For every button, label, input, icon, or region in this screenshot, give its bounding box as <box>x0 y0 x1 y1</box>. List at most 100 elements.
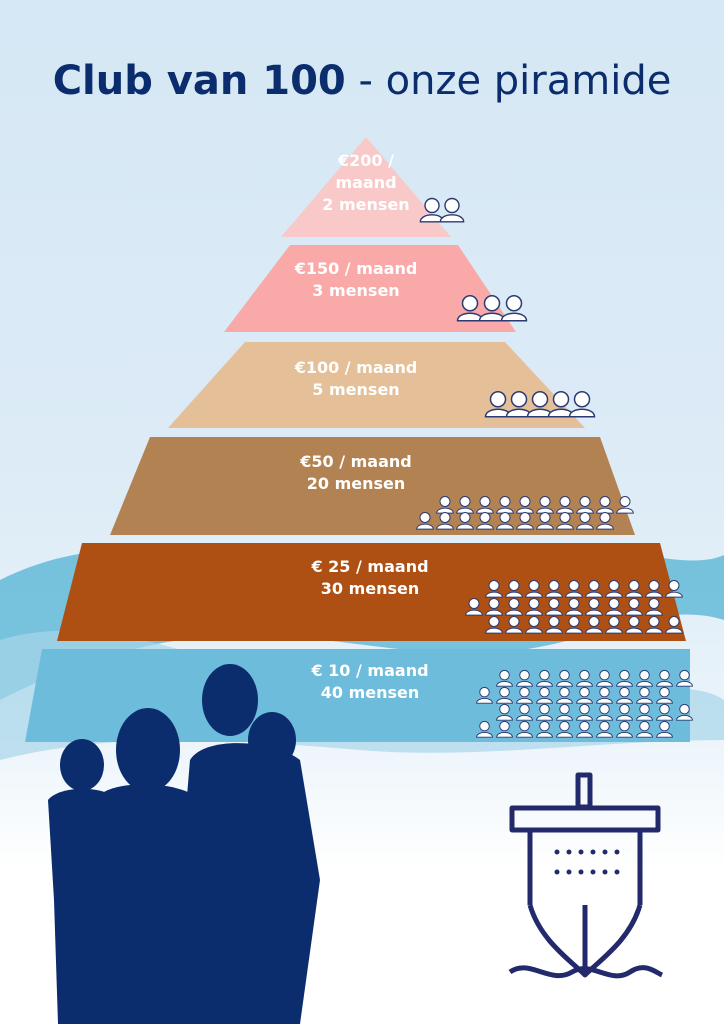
person-icon <box>624 578 644 602</box>
person-icon <box>515 510 535 534</box>
tier-people-label: 20 mensen <box>306 474 406 493</box>
person-icon <box>484 578 504 602</box>
person-icon <box>655 702 674 725</box>
person-icon <box>504 614 524 638</box>
tier-amount: €50 / maand <box>300 452 412 471</box>
person-icon <box>575 702 594 725</box>
person-icon <box>584 614 604 638</box>
person-icon <box>555 685 574 708</box>
person-icon <box>595 685 614 708</box>
person-icon <box>664 578 684 602</box>
person-icon <box>495 685 514 708</box>
person-icon <box>455 292 485 326</box>
person-icon <box>624 596 644 620</box>
person-icon <box>418 195 446 227</box>
person-icon <box>615 719 634 742</box>
person-icon <box>575 510 595 534</box>
person-icon <box>464 596 484 620</box>
person-icon <box>584 578 604 602</box>
tier-label: €50 / maand 20 mensen <box>236 451 476 495</box>
person-icon <box>555 668 574 691</box>
person-icon <box>499 292 529 326</box>
person-icon <box>564 578 584 602</box>
person-icon <box>644 596 664 620</box>
person-icon <box>675 702 694 725</box>
person-icon <box>675 668 694 691</box>
person-icon <box>544 596 564 620</box>
tier-people-label: 3 mensen <box>312 281 400 300</box>
person-icon <box>475 510 495 534</box>
tier-people-label: 2 mensen <box>322 195 410 214</box>
person-icon <box>575 494 595 518</box>
tier-label: €200 / maand 2 mensen <box>266 150 466 216</box>
person-icon <box>555 719 574 742</box>
tier-amount: €150 / maand <box>294 259 418 278</box>
person-icon <box>475 685 494 708</box>
person-icon <box>415 510 435 534</box>
person-icon <box>504 578 524 602</box>
person-icon <box>515 494 535 518</box>
person-icon <box>555 702 574 725</box>
person-icon <box>664 614 684 638</box>
person-icon <box>544 578 564 602</box>
person-icon <box>615 685 634 708</box>
person-icon <box>584 596 604 620</box>
person-icon <box>525 388 555 422</box>
person-icon <box>635 719 654 742</box>
person-icon <box>546 388 576 422</box>
person-icon <box>524 614 544 638</box>
person-icon <box>535 702 554 725</box>
person-icon <box>435 494 455 518</box>
person-icon <box>535 685 554 708</box>
person-icon <box>575 719 594 742</box>
title-rest: - onze piramide <box>345 58 672 104</box>
person-icon <box>515 685 534 708</box>
person-icon <box>535 719 554 742</box>
tier-amount: €200 / <box>338 151 394 170</box>
person-icon <box>564 614 584 638</box>
person-icon <box>535 510 555 534</box>
person-icon <box>655 719 674 742</box>
title-bold: Club van 100 <box>52 58 346 104</box>
person-icon <box>475 719 494 742</box>
person-icon <box>655 668 674 691</box>
person-icon <box>455 494 475 518</box>
person-icon <box>535 668 554 691</box>
person-icon <box>635 685 654 708</box>
person-icon <box>495 510 515 534</box>
person-icon <box>504 388 534 422</box>
tier-people-label: 5 mensen <box>312 380 400 399</box>
person-icon <box>484 614 504 638</box>
person-icon <box>624 614 644 638</box>
person-icon <box>504 596 524 620</box>
person-icon <box>555 494 575 518</box>
person-icon <box>495 702 514 725</box>
person-icon <box>615 494 635 518</box>
person-icon <box>524 596 544 620</box>
tier-people-label: 40 mensen <box>320 683 420 702</box>
person-icon <box>595 510 615 534</box>
page-title: Club van 100 - onze piramide <box>0 58 724 104</box>
person-icon <box>604 614 624 638</box>
person-icon <box>524 578 544 602</box>
tier-label: €150 / maand 3 mensen <box>236 258 476 302</box>
tier-amount: € 10 / maand <box>311 661 429 680</box>
person-icon <box>595 719 614 742</box>
person-icon <box>455 510 475 534</box>
person-icon <box>604 578 624 602</box>
person-icon <box>604 596 624 620</box>
person-icon <box>635 702 654 725</box>
tier-period: maand <box>335 173 397 192</box>
pyramid-tier <box>57 543 686 641</box>
person-icon <box>484 596 504 620</box>
tier-people-label: 30 mensen <box>320 579 420 598</box>
person-icon <box>615 668 634 691</box>
person-icon <box>575 668 594 691</box>
person-icon <box>595 702 614 725</box>
person-icon <box>495 494 515 518</box>
person-icon <box>495 668 514 691</box>
person-icon <box>595 668 614 691</box>
